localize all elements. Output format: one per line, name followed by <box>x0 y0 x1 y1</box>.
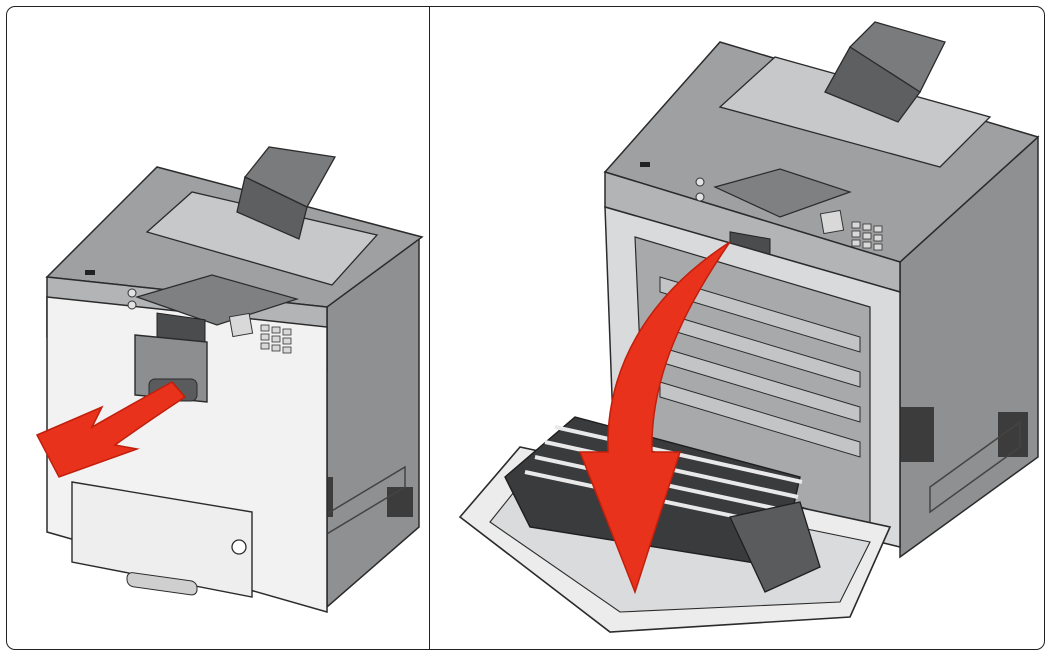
output-tray <box>145 191 379 286</box>
nav-pad-icon <box>228 312 254 338</box>
keypad-icon <box>260 324 292 354</box>
paper-stop-icon <box>824 21 946 123</box>
toner-slots <box>659 276 861 458</box>
logo-mark <box>640 162 650 167</box>
panel-right <box>429 7 1044 649</box>
side-vent-icon <box>900 407 1028 514</box>
paper-stop-icon <box>236 146 337 240</box>
panel-left <box>7 7 429 649</box>
pull-arrow-icon <box>35 381 187 478</box>
figure-frame <box>6 6 1045 650</box>
printer-open-illustration <box>458 21 1040 633</box>
keypad-icon <box>851 221 883 251</box>
paper-tray <box>71 481 253 598</box>
nav-pad-icon <box>819 209 845 235</box>
printer-closed-illustration <box>35 146 424 613</box>
logo-mark <box>85 270 95 275</box>
output-tray <box>718 56 992 168</box>
curved-arrow-icon <box>578 241 731 595</box>
